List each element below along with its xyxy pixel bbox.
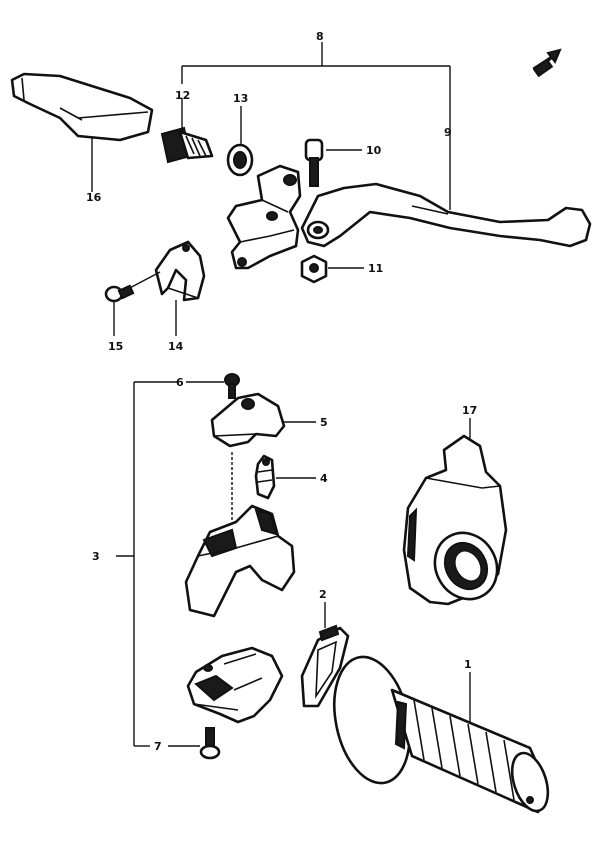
throttle-housing-lower <box>184 504 296 618</box>
part-6-screw <box>224 373 240 399</box>
callout-7: 7 <box>154 740 162 753</box>
callout-13: 13 <box>233 92 248 105</box>
callout-12: 12 <box>175 89 190 102</box>
callout-10: 10 <box>366 144 382 157</box>
part-17-housing-cover <box>402 434 508 606</box>
part-13-lock-nut <box>226 143 254 177</box>
callout-14: 14 <box>168 340 184 353</box>
part-2-throttle-pulley <box>300 624 350 708</box>
part-15-screw <box>104 271 161 303</box>
callout-15: 15 <box>108 340 123 353</box>
callout-6: 6 <box>176 376 184 389</box>
lever-holder-upper <box>226 164 302 270</box>
part-14-clamp <box>154 240 206 302</box>
callout-5: 5 <box>320 416 328 429</box>
front-direction-arrow-icon <box>532 48 562 78</box>
callout-4: 4 <box>320 472 328 485</box>
part-1-throttle-grip <box>333 655 550 814</box>
callout-8: 8 <box>316 30 324 43</box>
callout-8-bracket <box>181 42 451 210</box>
callout-9: 9 <box>444 126 452 139</box>
callout-2: 2 <box>319 588 327 601</box>
callout-16: 16 <box>86 191 102 204</box>
part-11-nut <box>300 254 328 284</box>
callout-17: 17 <box>462 404 477 417</box>
part-16-lever-cover <box>10 72 154 142</box>
part-4-cable-fitting <box>254 454 276 500</box>
throttle-clamp-lower <box>186 646 284 724</box>
callout-11: 11 <box>368 262 383 275</box>
callout-3: 3 <box>92 550 100 563</box>
part-5-upper-housing <box>210 392 286 448</box>
part-10-pivot-bolt <box>304 138 324 187</box>
callout-1: 1 <box>464 658 472 671</box>
callout-3-bracket <box>116 381 178 747</box>
part-7-bolt <box>199 727 221 760</box>
part-12-adjuster-bolt <box>160 126 214 164</box>
part-9-clutch-lever <box>300 182 592 248</box>
